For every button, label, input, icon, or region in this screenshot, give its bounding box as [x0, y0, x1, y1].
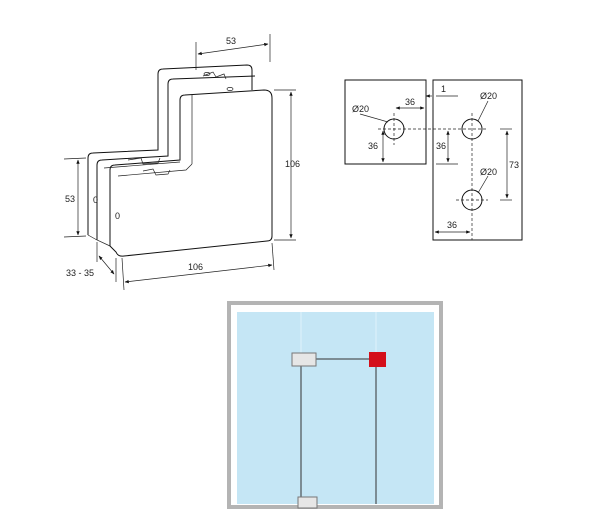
- dim-right-106: 106: [274, 89, 300, 241]
- face-mark-1: 0: [93, 195, 98, 205]
- svg-text:53: 53: [65, 194, 75, 204]
- glass-area: [237, 312, 434, 504]
- fitting-middle-plate: [96, 75, 256, 240]
- left-vertical-label: 36: [368, 141, 378, 151]
- face-mark-2: 0: [115, 211, 120, 221]
- svg-text:33 - 35: 33 - 35: [66, 268, 94, 278]
- hole-left-dia: Ø20: [352, 104, 369, 114]
- gap-label: 1: [441, 84, 446, 94]
- dim-left-53: 53: [63, 157, 87, 238]
- dim-bottom-106: 106: [121, 242, 275, 291]
- fitting-notch-mid: [127, 157, 161, 165]
- glass-panel-left: [344, 79, 427, 165]
- dim-thickness: 33 - 35: [66, 242, 117, 282]
- svg-text:53: 53: [226, 36, 236, 46]
- dim-top-53: 53: [195, 34, 271, 70]
- iso-fitting-drawing: 0 0 53 106 53 106: [63, 34, 300, 291]
- highlighted-corner-fitting: [369, 352, 386, 367]
- installation-elevation: [227, 301, 443, 509]
- svg-text:106: 106: [285, 159, 300, 169]
- top-pivot-fitting: [291, 352, 317, 367]
- screw-hole-front: [226, 87, 234, 91]
- hole-right-top-dia: Ø20: [480, 91, 497, 101]
- bottom-offset-label: 36: [447, 220, 457, 230]
- fitting-notch-low: [142, 168, 171, 176]
- svg-text:106: 106: [188, 262, 203, 272]
- drilling-diagram: 1 Ø20 Ø20 Ø20 36 36 36 73 36: [344, 79, 523, 241]
- fitting-inner-flange: [103, 94, 193, 177]
- fitting-front-plate: [109, 89, 273, 257]
- door-frame: [227, 301, 443, 509]
- mid-vertical-label: 36: [436, 141, 446, 151]
- screw-hole-top: [203, 72, 211, 76]
- bottom-pivot-fitting: [297, 496, 318, 509]
- fitting-bottom-edge: [87, 234, 111, 247]
- v-spacing-label: 73: [509, 160, 519, 170]
- glass-panel-right: [432, 79, 523, 241]
- h-spacing-label: 36: [405, 97, 415, 107]
- fitting-back-plate: [87, 64, 253, 235]
- hole-right-bottom-dia: Ø20: [480, 167, 497, 177]
